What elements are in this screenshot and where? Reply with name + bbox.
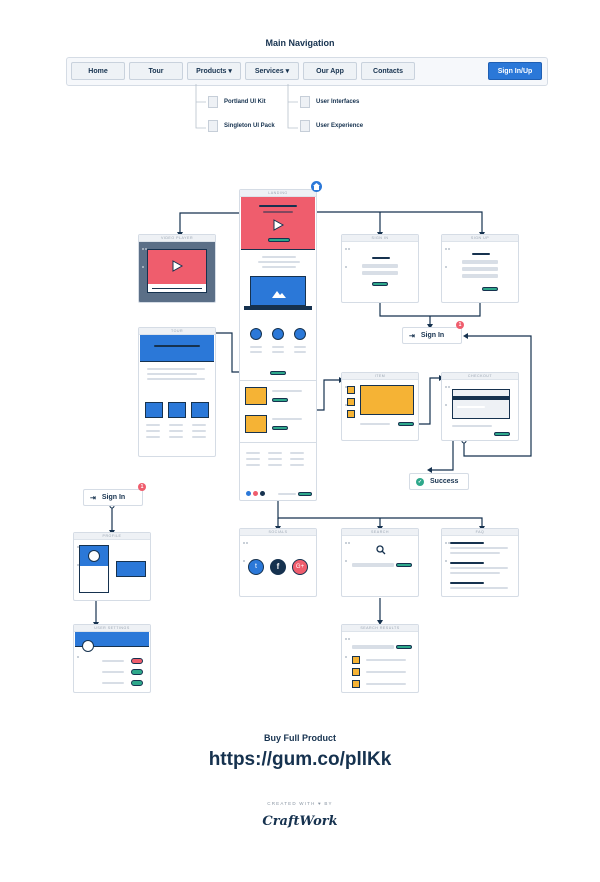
play-icon: [172, 260, 184, 272]
avatar: [82, 640, 94, 652]
document-icon: [208, 96, 218, 108]
search-results-frame: SEARCH RESULTS: [341, 624, 419, 693]
sign-in-icon: ⇥: [409, 332, 415, 340]
avatar: [88, 550, 100, 562]
nav-products-button[interactable]: Products ▾: [187, 62, 241, 80]
sign-in-icon: ⇥: [90, 494, 96, 502]
checkout-frame: CHECKOUT: [441, 372, 519, 441]
notification-badge: 1: [456, 321, 464, 329]
frame-title: VIDEO PLAYER: [160, 236, 194, 240]
sign-in-label: Sign In: [101, 494, 126, 501]
video-screen: [147, 249, 207, 293]
toggle-switch[interactable]: [131, 669, 143, 675]
video-player-frame: VIDEO PLAYER: [138, 234, 216, 303]
sign-in-label: Sign In: [420, 332, 445, 339]
frame-title: SEARCH: [371, 530, 389, 534]
tag-icon: [360, 385, 414, 415]
frame-title: SIGN IN: [371, 236, 389, 240]
credit-card: [452, 389, 510, 419]
frame-title: TOUR: [170, 329, 184, 333]
laptop-image: [250, 276, 306, 306]
google-plus-icon[interactable]: G+: [292, 559, 308, 575]
submenu-user-interfaces[interactable]: User Interfaces: [316, 99, 360, 105]
document-icon: [300, 96, 310, 108]
frame-title: SIGN UP: [470, 236, 490, 240]
frame-title: PROFILE: [102, 534, 122, 538]
check-icon: ✓: [416, 477, 424, 486]
nav-services-button[interactable]: Services ▾: [245, 62, 299, 80]
item-frame: ITEM: [341, 372, 419, 441]
twitter-icon[interactable]: t: [248, 559, 264, 575]
faq-frame: FAQ: [441, 528, 519, 597]
craftwork-logo: CraftWork: [262, 814, 338, 829]
tag-icon: [245, 415, 267, 433]
frame-title: LANDING: [268, 191, 288, 195]
frame-title: FAQ: [475, 530, 485, 534]
buy-label: Buy Full Product: [264, 733, 336, 743]
notification-badge: 1: [138, 483, 146, 491]
tour-frame: TOUR: [138, 327, 216, 457]
profile-frame: PROFILE: [73, 532, 151, 601]
nav-signin-button[interactable]: Sign In/Up: [488, 62, 542, 80]
nav-title: Main Navigation: [265, 38, 335, 48]
socials-frame: SOCIALS t f G+: [239, 528, 317, 597]
frame-title: USER SETTINGS: [94, 626, 130, 630]
profile-card: [79, 545, 109, 593]
landing-frame: LANDING: [239, 189, 317, 501]
nav-tour-button[interactable]: Tour: [129, 62, 183, 80]
sign-in-frame: SIGN IN: [341, 234, 419, 303]
image-icon: [191, 402, 209, 418]
nav-home-button[interactable]: Home: [71, 62, 125, 80]
frame-title: CHECKOUT: [467, 374, 493, 378]
sign-in-callout-left[interactable]: ⇥ Sign In: [83, 489, 143, 506]
frame-title: SOCIALS: [268, 530, 288, 534]
submenu-singleton-ui-pack[interactable]: Singleton UI Pack: [224, 123, 275, 129]
frame-title: ITEM: [374, 374, 386, 378]
tag-icon: [245, 387, 267, 405]
home-icon: [311, 181, 322, 192]
success-callout: ✓ Success: [409, 473, 469, 490]
search-icon: [376, 545, 386, 555]
main-navbar: Home Tour Products ▾ Services ▾ Our App …: [66, 57, 548, 86]
search-frame: SEARCH: [341, 528, 419, 597]
nav-our-app-button[interactable]: Our App: [303, 62, 357, 80]
image-icon: [145, 402, 163, 418]
product-link[interactable]: https://gum.co/pllKk: [208, 749, 392, 770]
play-icon: [273, 219, 285, 231]
success-label: Success: [430, 478, 459, 485]
image-icon: [168, 402, 186, 418]
mountain-icon: [272, 291, 286, 298]
document-icon: [208, 120, 218, 132]
submenu-user-experience[interactable]: User Experience: [316, 123, 364, 129]
user-settings-frame: USER SETTINGS: [73, 624, 151, 693]
toggle-switch[interactable]: [131, 680, 143, 686]
submenu-portland-ui-kit[interactable]: Portland UI Kit: [224, 99, 266, 105]
nav-contacts-button[interactable]: Contacts: [361, 62, 415, 80]
toggle-switch[interactable]: [131, 658, 143, 664]
sign-up-frame: SIGN UP: [441, 234, 519, 303]
hero-section: [241, 197, 315, 250]
document-icon: [300, 120, 310, 132]
frame-title: SEARCH RESULTS: [360, 626, 400, 630]
facebook-icon[interactable]: f: [270, 559, 286, 575]
credit-text: CREATED WITH ♥ BY: [267, 801, 333, 806]
sign-in-callout[interactable]: ⇥ Sign In: [402, 327, 462, 344]
image-icon: [116, 561, 146, 577]
